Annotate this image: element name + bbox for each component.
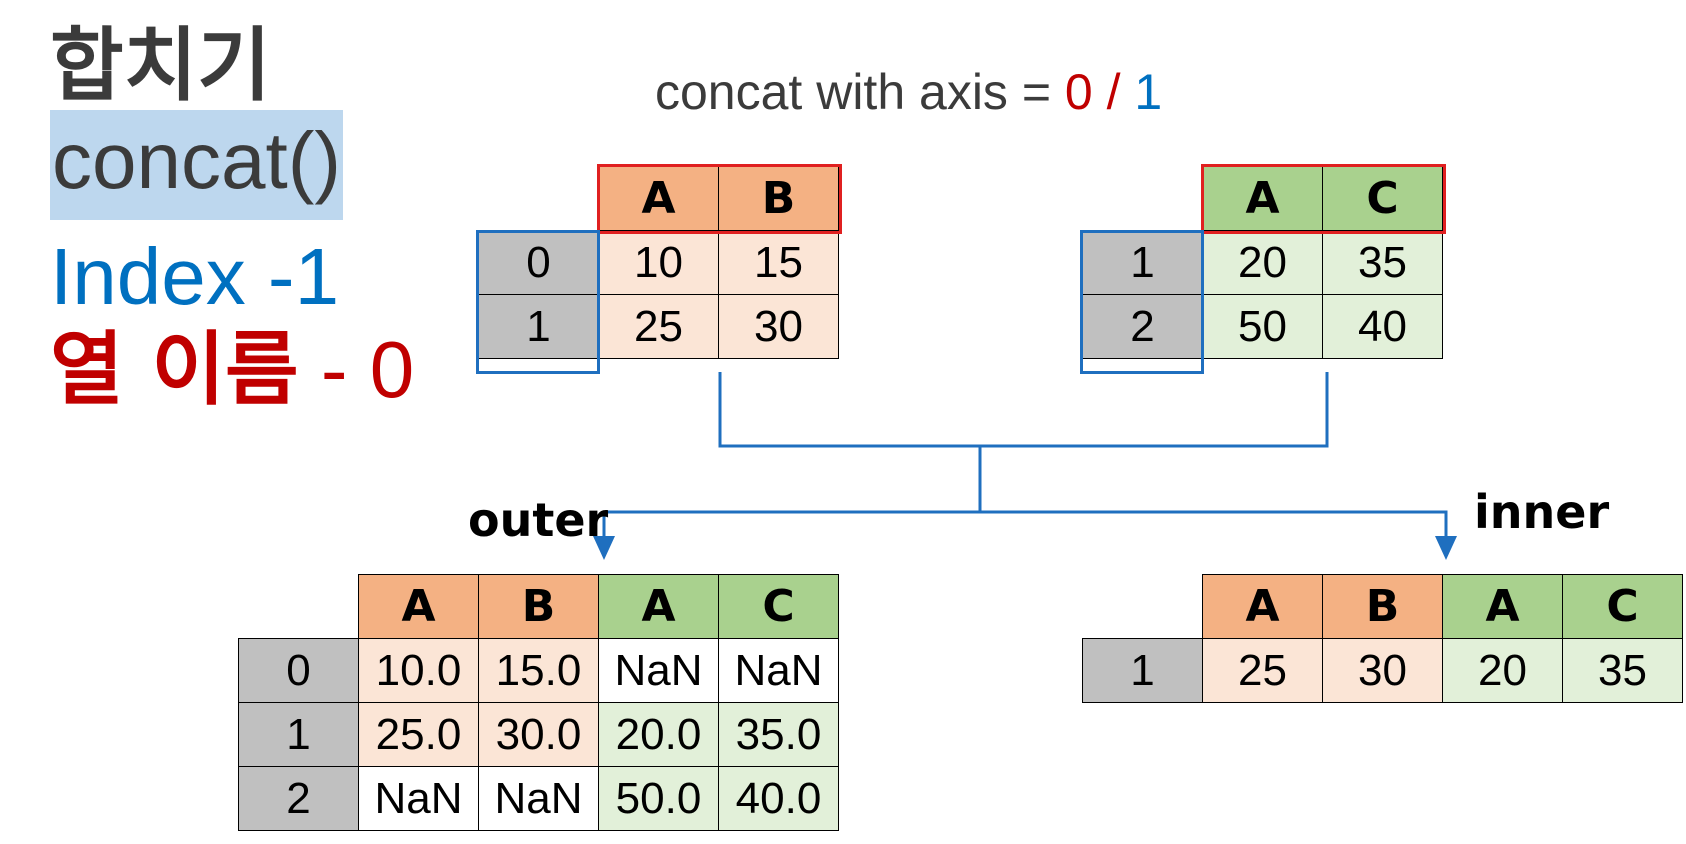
inner-value-cell: 20: [1442, 638, 1563, 703]
outer-arrowhead: [593, 536, 615, 560]
df2-index-cell: 2: [1082, 294, 1203, 359]
outer-column-header: C: [718, 574, 839, 639]
outer-index-cell: 2: [238, 766, 359, 831]
connector-branch-outer: [602, 510, 980, 538]
outer-column-header: A: [598, 574, 719, 639]
corner-cell: [1083, 575, 1203, 639]
df1-index-cell: 1: [478, 294, 599, 359]
outer-value-cell: 35.0: [718, 702, 839, 767]
outer-value-cell: 10.0: [358, 638, 479, 703]
df1-value-cell: 15: [718, 230, 839, 295]
df2-column-header: C: [1322, 166, 1443, 231]
index-axis-note: Index -1: [50, 232, 340, 321]
dataframe-1: A B 0 10 15 1 25 30: [478, 166, 839, 359]
column-axis-note: 열 이름 - 0: [50, 320, 414, 420]
outer-value-cell: NaN: [598, 638, 719, 703]
inner-column-header: C: [1562, 574, 1683, 639]
column-axis-value: - 0: [298, 325, 415, 414]
page-title: 합치기: [50, 19, 271, 112]
outer-column-header: B: [478, 574, 599, 639]
inner-column-header: A: [1442, 574, 1563, 639]
outer-index-cell: 1: [238, 702, 359, 767]
inner-result-table: A B A C 1 25 30 20 35: [1082, 574, 1683, 703]
df2-value-cell: 20: [1202, 230, 1323, 295]
outer-join-label: outer: [468, 493, 609, 547]
inner-index-cell: 1: [1082, 638, 1203, 703]
outer-value-cell: NaN: [358, 766, 479, 831]
caption-axis-0: 0: [1064, 64, 1093, 120]
outer-value-cell: NaN: [718, 638, 839, 703]
df2-value-cell: 35: [1322, 230, 1443, 295]
outer-column-header: A: [358, 574, 479, 639]
inner-join-label: inner: [1474, 485, 1610, 539]
corner-cell: [239, 575, 359, 639]
diagram-caption: concat with axis = 0 / 1: [655, 60, 1162, 124]
connector-branch-inner: [980, 510, 1448, 538]
inner-value-cell: 30: [1322, 638, 1443, 703]
outer-value-cell: 20.0: [598, 702, 719, 767]
caption-prefix: concat with axis =: [655, 64, 1065, 120]
outer-value-cell: 30.0: [478, 702, 599, 767]
corner-cell: [479, 167, 599, 231]
caption-axis-1: 1: [1134, 64, 1163, 120]
df1-column-header: A: [598, 166, 719, 231]
df1-value-cell: 30: [718, 294, 839, 359]
outer-result-table: A B A C 0 10.0 15.0 NaN NaN 1 25.0 30.0 …: [238, 574, 839, 831]
inner-column-header: B: [1322, 574, 1443, 639]
dataframe-2: A C 1 20 35 2 50 40: [1082, 166, 1443, 359]
inner-value-cell: 25: [1202, 638, 1323, 703]
inner-value-cell: 35: [1562, 638, 1683, 703]
df2-index-cell: 1: [1082, 230, 1203, 295]
df1-value-cell: 25: [598, 294, 719, 359]
function-name-highlight: concat(): [50, 110, 343, 220]
outer-value-cell: 15.0: [478, 638, 599, 703]
df1-value-cell: 10: [598, 230, 719, 295]
outer-value-cell: 40.0: [718, 766, 839, 831]
outer-value-cell: 25.0: [358, 702, 479, 767]
inner-column-header: A: [1202, 574, 1323, 639]
df1-column-header: B: [718, 166, 839, 231]
outer-value-cell: NaN: [478, 766, 599, 831]
corner-cell: [1083, 167, 1203, 231]
caption-separator: /: [1092, 64, 1135, 120]
df1-index-cell: 0: [478, 230, 599, 295]
column-axis-label: 열 이름: [50, 323, 299, 416]
df2-value-cell: 40: [1322, 294, 1443, 359]
df2-column-header: A: [1202, 166, 1323, 231]
df2-value-cell: 50: [1202, 294, 1323, 359]
outer-index-cell: 0: [238, 638, 359, 703]
inner-arrowhead: [1435, 536, 1457, 560]
outer-value-cell: 50.0: [598, 766, 719, 831]
connector-from-df2: [980, 372, 1329, 448]
connector-from-df1: [718, 372, 980, 448]
